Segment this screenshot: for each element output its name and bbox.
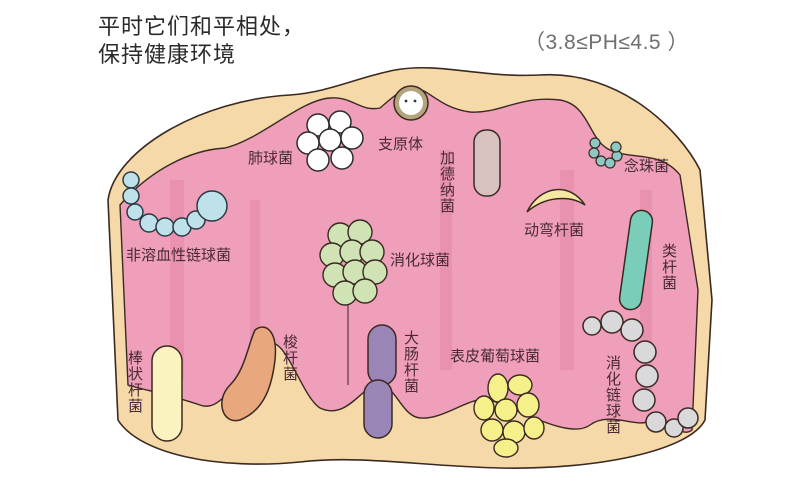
label-peptostreptococcus: 消化链球菌 [604, 355, 622, 435]
label-mycoplasma: 支原体 [378, 135, 424, 153]
label-e-coli: 大肠杆菌 [402, 330, 420, 394]
bacteroides-icon [618, 209, 654, 311]
label-non-hemolytic-streptococcus: 非溶血性链球菌 [126, 246, 232, 264]
corynebacterium-icon [151, 345, 183, 442]
staphylococcus-epidermidis-icon [473, 373, 545, 458]
mobiluncus-icon [526, 189, 586, 213]
pneumococcus-icon [296, 110, 364, 172]
label-bacteroides: 类杆菌 [660, 243, 678, 291]
caption-line-1: 平时它们和平相处， [98, 15, 306, 40]
moniliform-icon [588, 137, 623, 169]
label-pneumococcus: 肺球菌 [248, 149, 294, 167]
label-moniliform: 念珠菌 [624, 157, 670, 175]
label-peptococcus: 消化球菌 [390, 251, 451, 269]
non-hemolytic-streptococcus-icon [122, 171, 228, 237]
peptostreptococcus-icon [582, 310, 699, 438]
mycoplasma-icon [393, 85, 429, 121]
label-gardnerella: 加德纳菌 [438, 150, 456, 214]
ph-range-label: （3.8≤PH≤4.5 ） [524, 31, 689, 54]
label-fusobacterium: 梭杆菌 [281, 334, 299, 382]
e-coli-icon [363, 324, 397, 439]
caption-line-2: 保持健康环境 [98, 43, 237, 68]
label-corynebacterium: 棒状杆菌 [126, 350, 144, 414]
label-mobiluncus: 动弯杆菌 [524, 221, 585, 239]
peptococcus-icon [319, 219, 388, 385]
gardnerella-icon [473, 129, 501, 197]
header-caption: 平时它们和平相处， 保持健康环境 [98, 14, 305, 70]
label-staphylococcus-epidermidis: 表皮葡萄球菌 [450, 347, 541, 365]
fusobacterium-icon [221, 326, 277, 422]
